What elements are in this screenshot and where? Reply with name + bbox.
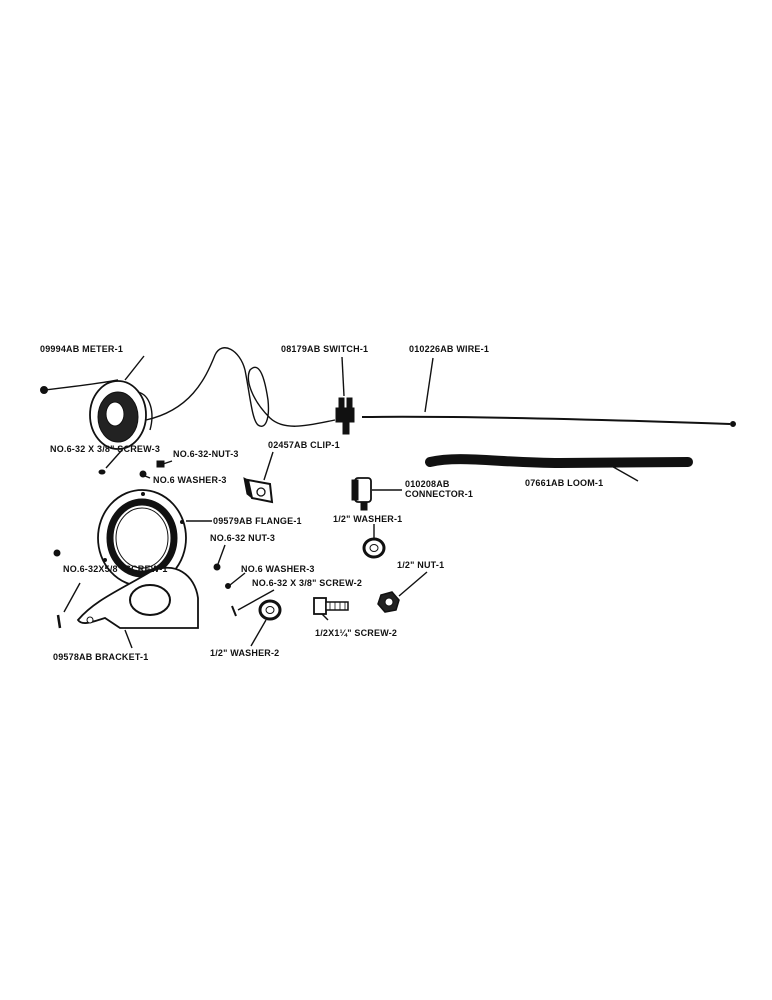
hardware-mid bbox=[53, 549, 237, 629]
label-nut-3-top: NO.6-32-NUT-3 bbox=[173, 449, 239, 459]
label-connector-number: 010208AB bbox=[405, 479, 450, 489]
label-nut-3-mid: NO.6-32 NUT-3 bbox=[210, 533, 275, 543]
meter-part bbox=[40, 347, 336, 450]
part-labels: 09994AB METER-1 08179AB SWITCH-1 010226A… bbox=[40, 344, 603, 662]
half-nut-part bbox=[377, 591, 400, 613]
label-half-nut: 1/2" NUT-1 bbox=[397, 560, 444, 570]
label-half-washer-2: 1/2" WASHER-2 bbox=[210, 648, 279, 658]
switch-part bbox=[335, 397, 355, 435]
label-loom: 07661AB LOOM-1 bbox=[525, 478, 603, 488]
wire-part bbox=[361, 415, 736, 427]
label-bracket: 09578AB BRACKET-1 bbox=[53, 652, 148, 662]
label-meter: 09994AB METER-1 bbox=[40, 344, 123, 354]
label-screw-5-8: NO.6-32X5/8" SCREW-1 bbox=[63, 564, 168, 574]
label-half-washer-1: 1/2" WASHER-1 bbox=[333, 514, 402, 524]
label-washer-3-mid: NO.6 WASHER-3 bbox=[241, 564, 315, 574]
leader-lines bbox=[63, 355, 639, 649]
half-screw-part bbox=[313, 597, 349, 615]
label-washer-3-top: NO.6 WASHER-3 bbox=[153, 475, 227, 485]
label-switch: 08179AB SWITCH-1 bbox=[281, 344, 368, 354]
label-screw-3-8-3: NO.6-32 X 3/8" SCREW-3 bbox=[50, 444, 160, 454]
connector-part bbox=[351, 477, 372, 511]
clip-part bbox=[243, 477, 274, 504]
label-half-screw: 1/2X1¼" SCREW-2 bbox=[315, 628, 397, 638]
label-screw-3-8-2: NO.6-32 X 3/8" SCREW-2 bbox=[252, 578, 362, 588]
loom-part bbox=[425, 454, 693, 469]
label-clip: 02457AB CLIP-1 bbox=[268, 440, 340, 450]
label-flange: 09579AB FLANGE-1 bbox=[213, 516, 302, 526]
half-washer-2-part bbox=[258, 599, 282, 621]
bracket-part bbox=[76, 566, 199, 629]
label-wire: 010226AB WIRE-1 bbox=[409, 344, 489, 354]
label-connector-name: CONNECTOR-1 bbox=[405, 489, 473, 499]
flange-part bbox=[97, 489, 187, 587]
half-washer-1-part bbox=[362, 537, 386, 559]
